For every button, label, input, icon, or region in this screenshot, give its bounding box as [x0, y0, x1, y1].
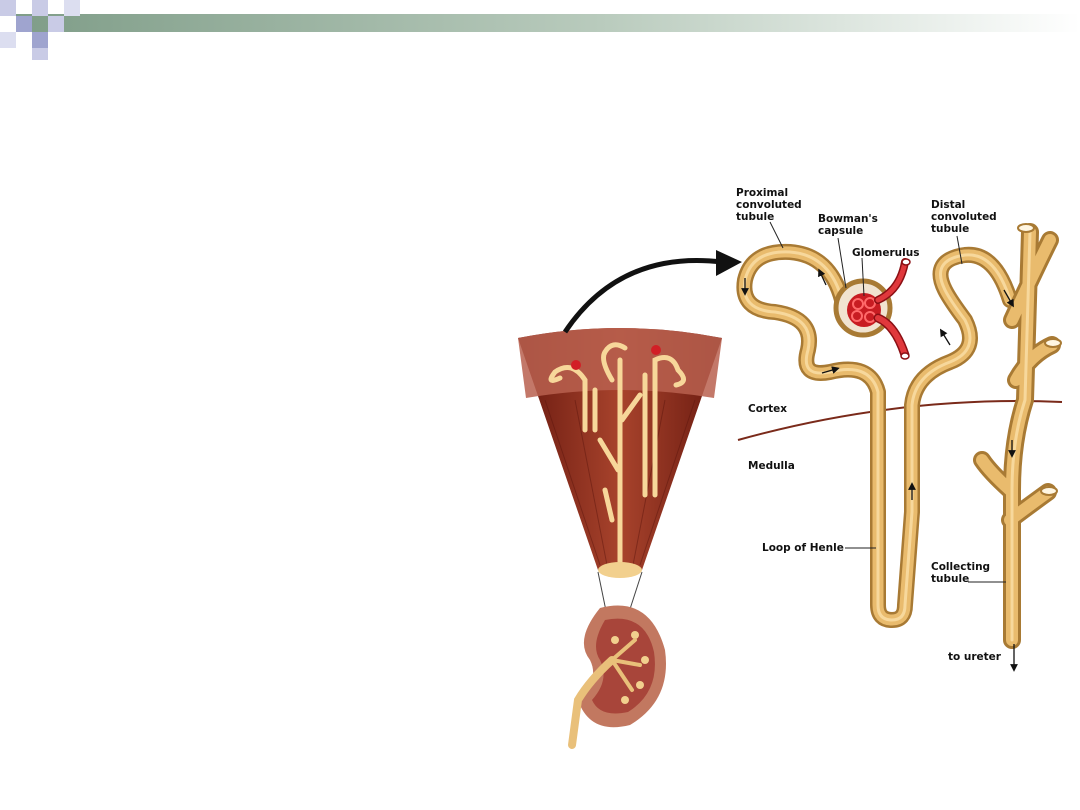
header-decoration: [0, 0, 1080, 60]
renal-pyramid: [518, 328, 722, 578]
label-loop-of-henle: Loop of Henle: [762, 542, 844, 554]
bowmans-capsule: [833, 278, 893, 338]
label-bowmans-capsule: Bowman's capsule: [818, 213, 882, 237]
collecting-tubule: [973, 223, 1061, 649]
label-glomerulus: Glomerulus: [852, 247, 919, 259]
glomerulus-vessels: [873, 258, 910, 360]
tubule-opening: [1044, 338, 1062, 348]
kidney-icon: [568, 605, 666, 749]
header-gradient-bar: [16, 14, 1080, 32]
label-cortex: Cortex: [748, 403, 787, 415]
label-medulla: Medulla: [748, 460, 795, 472]
leader-lines: [769, 221, 1006, 583]
header-squares: [0, 0, 80, 60]
tubule-opening: [1017, 223, 1035, 233]
zoom-arrow-icon: [562, 257, 723, 334]
label-to-ureter: to ureter: [948, 651, 1002, 663]
flow-arrow-icon: [741, 268, 1018, 672]
zoom-arrowhead-icon: [716, 250, 742, 276]
label-collecting-tubule: Collecting tubule: [931, 561, 994, 585]
label-distal-convoluted-tubule: Distal convoluted tubule: [931, 199, 1000, 235]
tubule-opening: [1040, 486, 1058, 496]
label-proximal-convoluted-tubule: Proximal convoluted tubule: [736, 187, 805, 223]
